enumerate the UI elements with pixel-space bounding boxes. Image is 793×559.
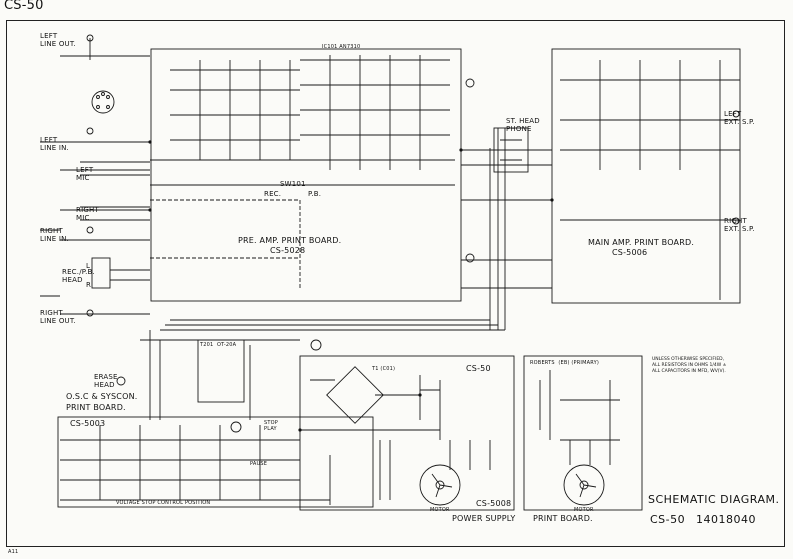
rec-label: REC. bbox=[264, 190, 282, 198]
note-line: UNLESS OTHERWISE SPECIFIED, bbox=[652, 357, 725, 362]
schematic-title: SCHEMATIC DIAGRAM. bbox=[648, 493, 780, 506]
head-l-label: L bbox=[86, 262, 91, 270]
right-mic-label: RIGHT MIC bbox=[76, 206, 99, 222]
left-line-in-label: LEFT LINE IN. bbox=[40, 136, 69, 152]
power-board-tag: CS-50 bbox=[466, 364, 491, 373]
voltage-stop-label: VOLTAGE STOP CONTROL POSITION bbox=[116, 500, 211, 506]
note-line: ALL CAPACITORS IN MFD, WV(V). bbox=[652, 369, 726, 374]
osc-board-code: CS-5003 bbox=[70, 419, 106, 428]
roberts-label: ROBERTS (EB) (PRIMARY) bbox=[530, 360, 600, 366]
st-head-phone-label: ST. HEAD PHONE bbox=[506, 117, 540, 133]
roberts-box-outline bbox=[523, 355, 643, 511]
rec-pb-head-label: REC./P.B. HEAD bbox=[62, 268, 95, 284]
osc-board-outline bbox=[57, 416, 374, 508]
ic101-label: IC101 AN7310 bbox=[322, 44, 361, 50]
pb-label: P.B. bbox=[308, 190, 322, 198]
power-board-label-2: PRINT BOARD. bbox=[533, 514, 593, 523]
main-amp-board-code: CS-5006 bbox=[612, 248, 648, 257]
notes-block: UNLESS OTHERWISE SPECIFIED, ALL RESISTOR… bbox=[652, 357, 726, 375]
pre-amp-board-outline bbox=[150, 48, 462, 302]
model-label-top: CS-50 bbox=[4, 0, 44, 13]
sw101-label: SW101 bbox=[280, 180, 306, 188]
power-board-outline bbox=[299, 355, 515, 511]
osc-board-label: O.S.C & SYSCON. bbox=[66, 392, 138, 401]
motor-label-left: MOTOR bbox=[430, 507, 450, 513]
erase-head-label: ERASE HEAD bbox=[94, 373, 118, 389]
title-model: CS-50 bbox=[650, 513, 686, 526]
head-r-label: R bbox=[86, 281, 92, 289]
t1-label: T1 (C01) bbox=[372, 366, 396, 372]
left-ext-sp-label: LEFT EXT. S.P. bbox=[724, 110, 755, 126]
right-ext-sp-label: RIGHT EXT. S.P. bbox=[724, 217, 755, 233]
main-amp-board-outline bbox=[551, 48, 741, 304]
right-line-out-label: RIGHT LINE OUT. bbox=[40, 309, 76, 325]
pause-label: PAUSE bbox=[250, 461, 268, 467]
osc-board-label-2: PRINT BOARD. bbox=[66, 403, 126, 412]
right-line-in-label: RIGHT LINE IN. bbox=[40, 227, 69, 243]
corner-mark: A11 bbox=[8, 549, 19, 555]
main-amp-board-label: MAIN AMP. PRINT BOARD. bbox=[588, 238, 695, 247]
pre-amp-board-code: CS-5028 bbox=[270, 246, 306, 255]
motor-label-right: MOTOR bbox=[574, 507, 594, 513]
drawing-number: 14018040 bbox=[696, 513, 756, 526]
t201-label: T201 OT-20A bbox=[200, 342, 237, 348]
power-board-code: CS-5008 bbox=[476, 499, 512, 508]
left-line-out-label: LEFT LINE OUT. bbox=[40, 32, 76, 48]
left-mic-label: LEFT MIC bbox=[76, 166, 94, 182]
drawing-frame bbox=[6, 20, 785, 547]
power-board-label: POWER SUPPLY bbox=[452, 514, 516, 523]
stop-play-label: STOP PLAY bbox=[264, 420, 278, 432]
pre-amp-board-label: PRE. AMP. PRINT BOARD. bbox=[238, 236, 342, 245]
note-line: ALL RESISTORS IN OHMS 1/4W ± bbox=[652, 363, 727, 368]
